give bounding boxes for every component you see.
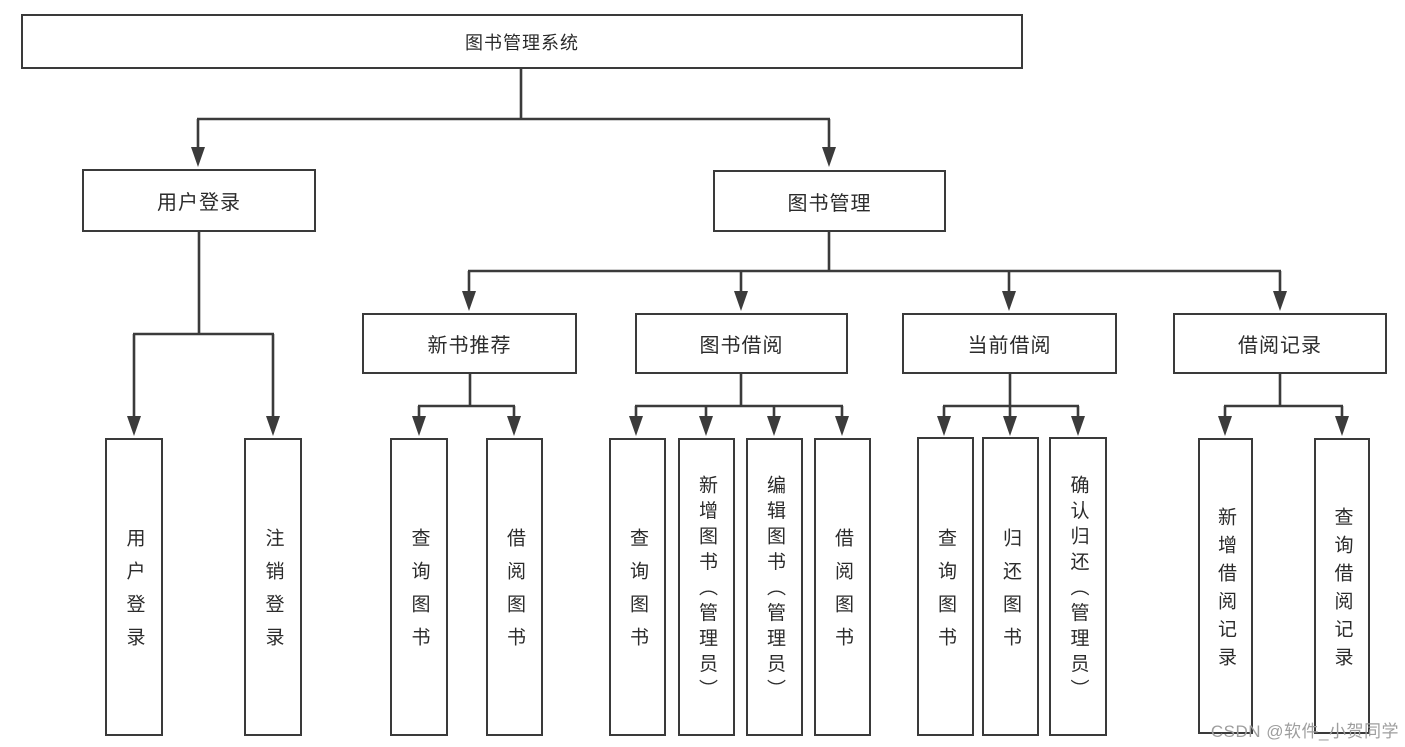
leaf-recommend-borrow-books: 借阅图书 xyxy=(486,438,543,736)
node-new-book-recommend: 新书推荐 xyxy=(362,313,577,374)
node-borrowing-records-label: 借阅记录 xyxy=(1238,335,1322,357)
leaf-current-query-books-label: 查询图书 xyxy=(935,527,956,660)
node-user-login: 用户登录 xyxy=(82,169,316,232)
leaf-query-borrow-record-label: 查询借阅记录 xyxy=(1331,506,1353,675)
leaf-return-books-label: 归还图书 xyxy=(1000,527,1021,660)
leaf-borrowing-borrow-books: 借阅图书 xyxy=(814,438,871,736)
leaf-confirm-return-admin: 确认归还（管理员） xyxy=(1049,437,1107,736)
node-current-borrowing: 当前借阅 xyxy=(902,313,1117,374)
node-book-management: 图书管理 xyxy=(713,170,946,232)
csdn-watermark: CSDN @软件_小贺同学 xyxy=(1210,722,1399,741)
leaf-add-borrow-record-label: 新增借阅记录 xyxy=(1215,506,1236,675)
leaf-return-books: 归还图书 xyxy=(982,437,1039,736)
leaf-edit-books-admin-label: 编辑图书（管理员） xyxy=(764,475,785,705)
leaf-edit-books-admin: 编辑图书（管理员） xyxy=(746,438,803,736)
leaf-recommend-query-books: 查询图书 xyxy=(390,438,448,736)
leaf-logout-label: 注销登录 xyxy=(262,528,284,660)
leaf-recommend-query-books-label: 查询图书 xyxy=(408,528,430,660)
leaf-user-login-label: 用户登录 xyxy=(123,528,145,660)
node-user-login-label: 用户登录 xyxy=(157,192,241,214)
node-book-management-label: 图书管理 xyxy=(787,192,872,215)
leaf-borrowing-query-books: 查询图书 xyxy=(609,438,666,736)
node-new-book-recommend-label: 新书推荐 xyxy=(427,335,512,357)
leaf-add-books-admin-label: 新增图书（管理员） xyxy=(696,475,717,705)
node-borrowing-records: 借阅记录 xyxy=(1173,313,1387,374)
leaf-borrowing-query-books-label: 查询图书 xyxy=(627,528,648,660)
leaf-logout: 注销登录 xyxy=(244,438,302,736)
leaf-recommend-borrow-books-label: 借阅图书 xyxy=(504,528,525,660)
leaf-confirm-return-admin-label: 确认归还（管理员） xyxy=(1067,474,1089,705)
node-current-borrowing-label: 当前借阅 xyxy=(967,335,1052,357)
node-library-management-system: 图书管理系统 xyxy=(21,14,1023,69)
leaf-query-borrow-record: 查询借阅记录 xyxy=(1314,438,1370,734)
leaf-current-query-books: 查询图书 xyxy=(917,437,974,736)
node-book-borrowing: 图书借阅 xyxy=(635,313,848,374)
leaf-borrowing-borrow-books-label: 借阅图书 xyxy=(832,528,853,660)
node-book-borrowing-label: 图书借阅 xyxy=(699,335,784,357)
leaf-user-login: 用户登录 xyxy=(105,438,163,736)
leaf-add-borrow-record: 新增借阅记录 xyxy=(1198,438,1253,734)
leaf-add-books-admin: 新增图书（管理员） xyxy=(678,438,735,736)
node-library-management-system-label: 图书管理系统 xyxy=(465,32,579,53)
